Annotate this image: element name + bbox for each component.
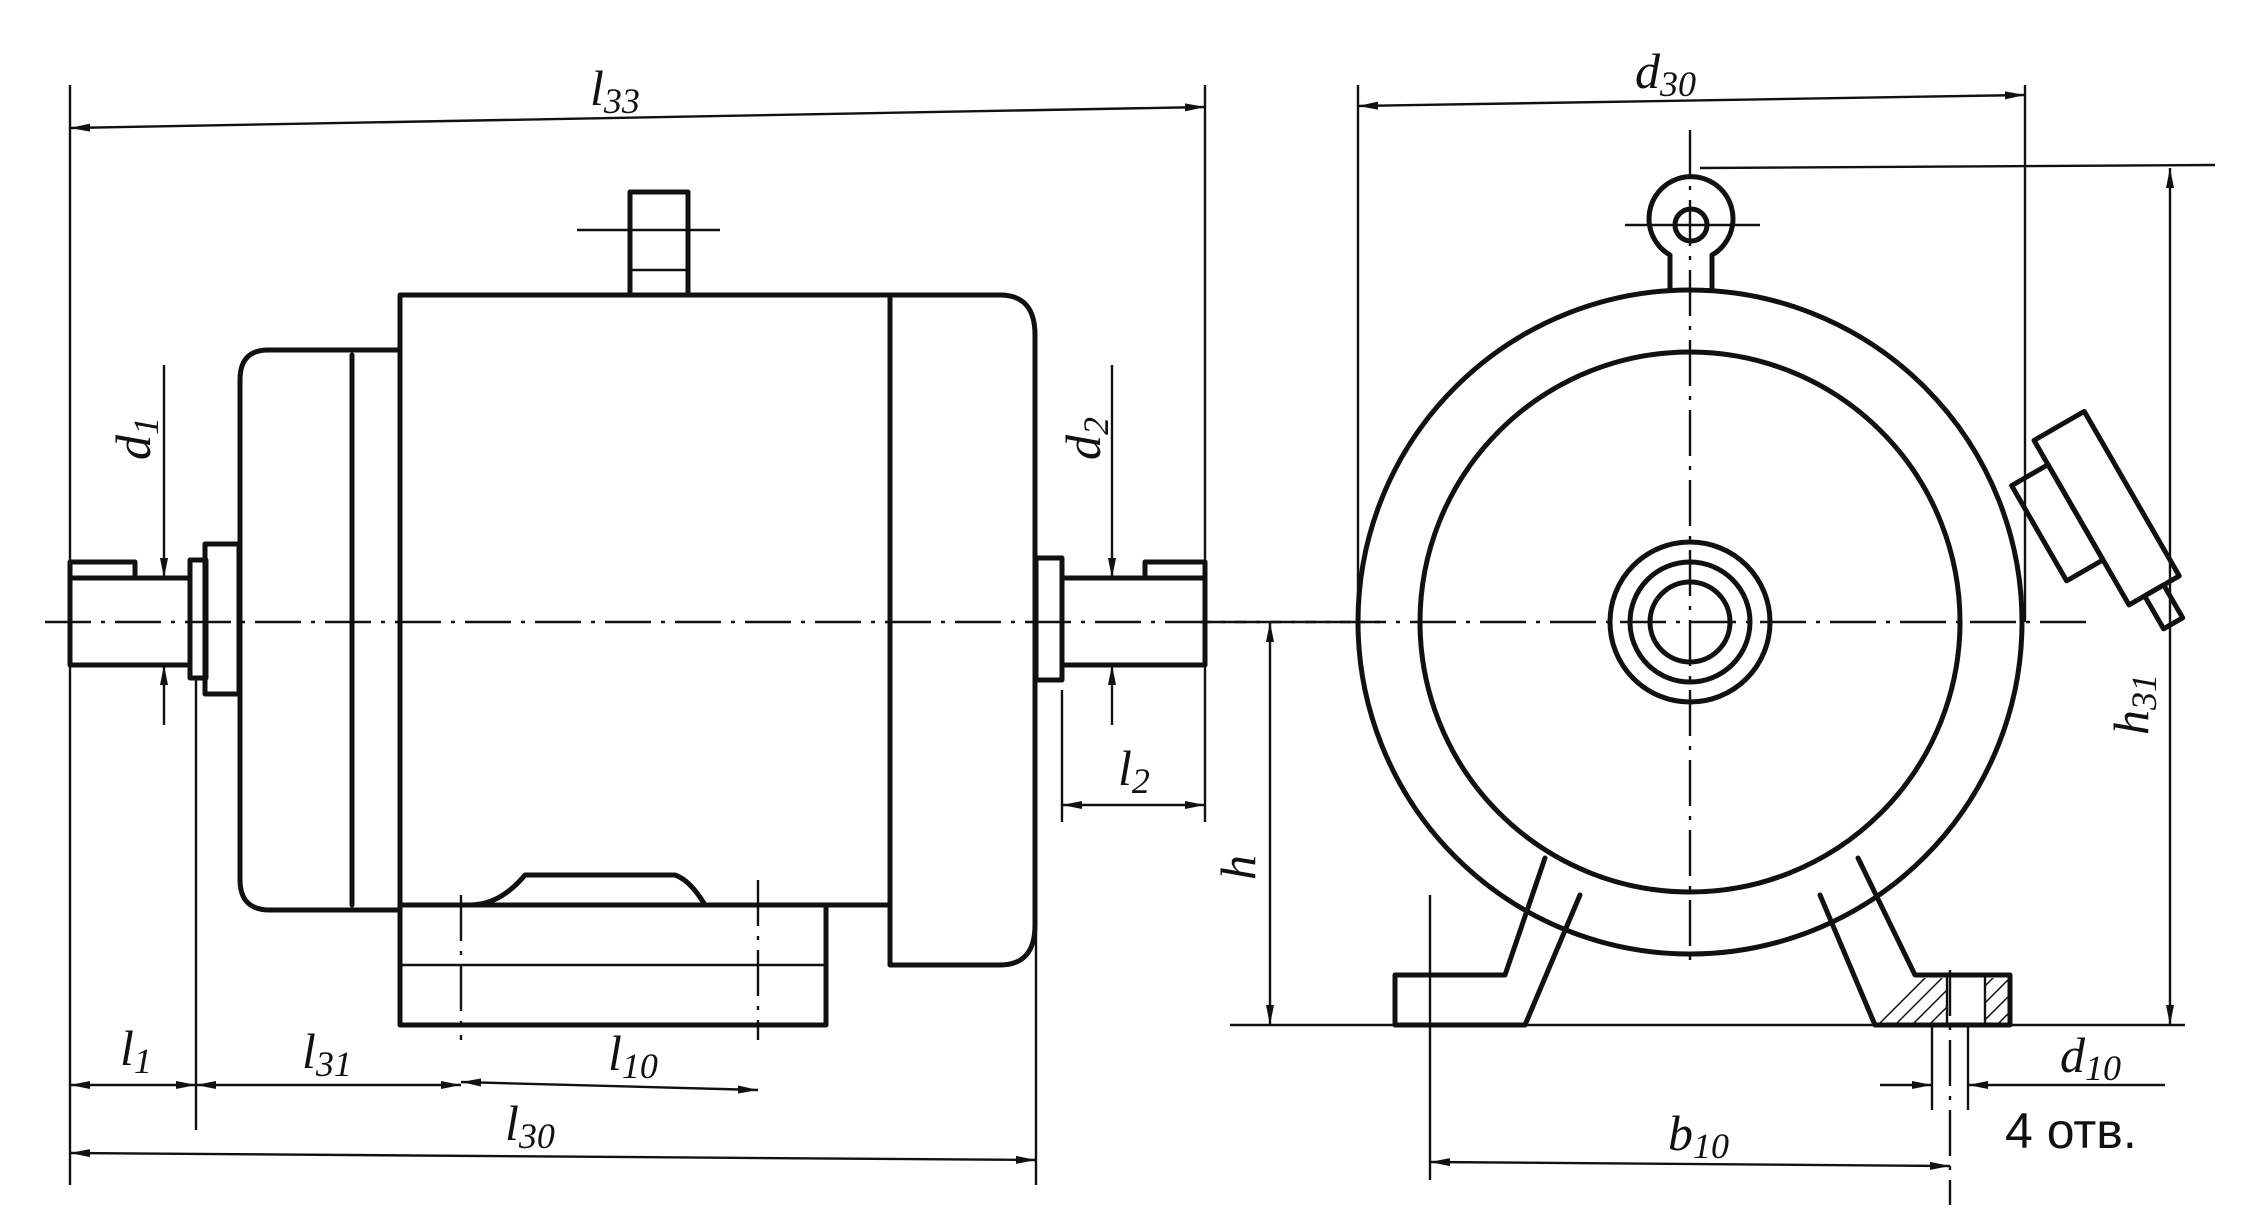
label-holes-note: 4 отв.	[2005, 1103, 2137, 1159]
label-d1: d1	[105, 417, 166, 460]
foot-hole-hatch-left	[1915, 978, 1947, 1023]
foot-recess	[467, 872, 708, 908]
dim-d30	[1357, 91, 2026, 110]
label-l33: l33	[590, 60, 640, 121]
label-l10: l10	[608, 1025, 658, 1086]
terminal-box	[627, 189, 691, 298]
fan-cover	[237, 347, 403, 913]
label-l30: l30	[505, 1095, 555, 1156]
foot-hole-hatch-right	[1985, 978, 2010, 1023]
right-bearing-cap	[1033, 555, 1065, 683]
label-d2: d2	[1055, 417, 1116, 460]
label-d30: d30	[1635, 43, 1696, 104]
label-l1: l1	[120, 1020, 152, 1081]
label-h: h	[1210, 855, 1266, 880]
left-shaft-collar	[187, 557, 209, 681]
label-l31: l31	[302, 1023, 352, 1084]
end-view	[1200, 130, 2186, 1028]
lifting-eye	[1646, 174, 1736, 291]
label-l2: l2	[1118, 740, 1150, 801]
dim-b10	[1429, 1158, 1951, 1170]
dim-l30	[69, 1149, 1037, 1164]
label-d10: d10	[2060, 1027, 2121, 1088]
label-h31: h31	[2103, 674, 2164, 735]
label-b10: b10	[1668, 1105, 1729, 1166]
dim-l10	[460, 1078, 759, 1094]
motor-housing	[397, 292, 1038, 968]
left-foot	[1392, 855, 1583, 1028]
side-view-dimensions: l33 l1 l31 l10 l30 l2 d1 d2	[68, 60, 1207, 1185]
foot-fillet-hatch	[1875, 978, 1915, 1023]
ext-h31-top	[1699, 163, 2216, 170]
side-view	[45, 189, 1380, 1040]
end-view-dimensions: d30 h31 h b10 d10 4 отв.	[1210, 43, 2216, 1205]
left-bearing-cap	[202, 541, 242, 697]
dim-l33	[69, 103, 1206, 132]
